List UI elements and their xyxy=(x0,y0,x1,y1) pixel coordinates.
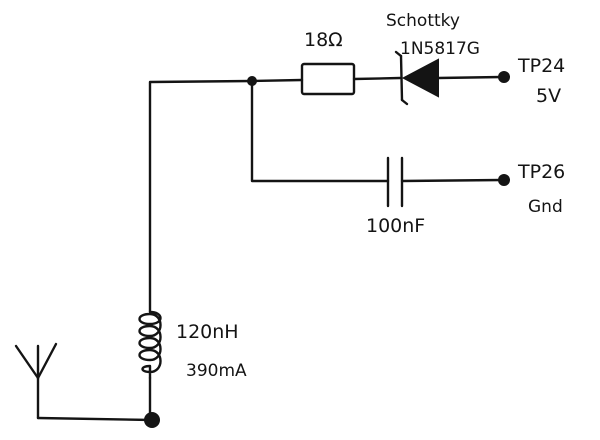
wire-diode-to-tp24 xyxy=(436,75,504,80)
capacitor-symbol xyxy=(386,156,404,208)
antenna-symbol xyxy=(14,342,58,420)
tp26-signal-label: Gnd xyxy=(528,197,563,217)
junction-dot xyxy=(247,76,257,86)
resistor-value-label: 18Ω xyxy=(304,29,343,51)
wire-antenna-to-inductor xyxy=(36,416,154,422)
resistor-symbol xyxy=(300,62,356,96)
tp24-id-label: TP24 xyxy=(517,55,565,77)
tp24-signal-label: 5V xyxy=(536,85,561,107)
tp24-dot[interactable] xyxy=(498,71,510,83)
wire-inductor-to-top xyxy=(148,79,254,314)
wire-resistor-to-diode xyxy=(352,76,402,81)
wire-cap-to-tp26 xyxy=(400,178,504,183)
wire-node-down-to-cap-branch xyxy=(250,79,390,183)
inductor-value-label: 120nH xyxy=(176,321,239,343)
inductor-symbol xyxy=(138,310,162,380)
inductor-current-label: 390mA xyxy=(186,361,247,381)
wires xyxy=(36,75,504,422)
capacitor-value-label: 100nF xyxy=(366,215,425,237)
tp26-id-label: TP26 xyxy=(517,161,565,183)
diode-part-label: 1N5817G xyxy=(400,39,480,59)
wire-node-to-resistor xyxy=(250,78,304,83)
diode-type-label: Schottky xyxy=(386,11,460,31)
junction-dot xyxy=(144,412,160,428)
diode-symbol xyxy=(394,50,439,106)
tp26-dot[interactable] xyxy=(498,174,510,186)
